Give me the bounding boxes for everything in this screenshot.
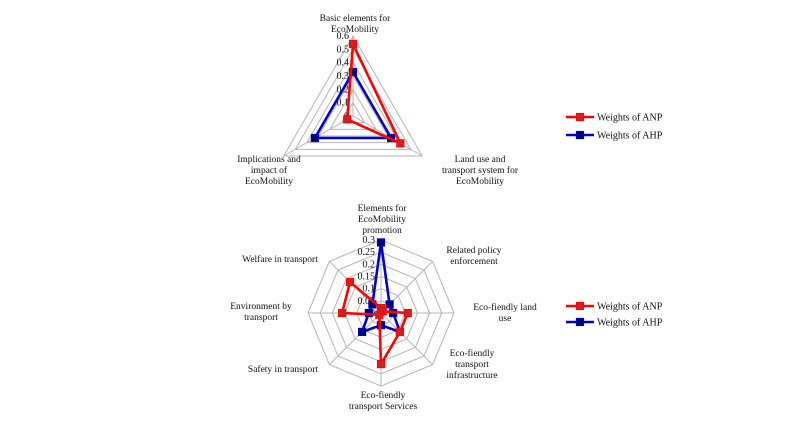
tick-label: 0.6 (337, 31, 350, 42)
tick-label: 0.1 (337, 98, 350, 109)
legend-bottom: Weights of ANP Weights of AHP (566, 302, 663, 329)
tick-label: 0.15 (358, 272, 376, 283)
tick-label: 0.25 (358, 247, 376, 258)
legend-swatch-marker (575, 317, 585, 327)
category-label-safety-in-transport: Safety in transport (248, 364, 319, 375)
series-weights-of-ahp (310, 67, 396, 143)
legend-swatch-marker (575, 130, 585, 140)
data-point-weights-of-anp (348, 39, 358, 49)
data-point-weights-of-ahp (376, 238, 386, 247)
grid-spoke (380, 312, 433, 365)
data-point-weights-of-anp (345, 277, 355, 287)
tick-label: 0.5 (337, 44, 350, 55)
data-point-weights-of-anp (376, 360, 386, 369)
series-line-weights-of-ahp (312, 69, 394, 140)
data-point-weights-of-ahp (357, 327, 367, 337)
series-line-weights-of-anp (345, 39, 404, 146)
data-point-weights-of-ahp (385, 300, 394, 309)
category-label-welfare-in-transport: Welfare in transport (242, 254, 318, 265)
legend-item-weights-of-anp: Weights of ANP (566, 302, 663, 313)
data-point-weights-of-anp (375, 310, 384, 319)
legend-item-weights-of-ahp: Weights of AHP (566, 131, 663, 142)
tick-label: 0.05 (358, 296, 376, 307)
tick-label: 0.4 (337, 58, 350, 69)
grid-ring (294, 48, 412, 150)
legend-label: Weights of AHP (597, 318, 663, 329)
legend-label: Weights of AHP (597, 131, 663, 142)
data-point-weights-of-anp (337, 308, 347, 318)
tick-label: 0.1 (363, 284, 376, 295)
data-point-weights-of-ahp (310, 133, 319, 143)
series-weights-of-anp (343, 39, 405, 148)
data-point-weights-of-ahp (348, 67, 358, 77)
grid-spoke (329, 312, 382, 365)
legend-item-weights-of-anp: Weights of ANP (566, 113, 663, 124)
data-point-weights-of-anp (403, 308, 412, 318)
series-weights-of-anp (337, 277, 412, 369)
tick-label: 0.3 (337, 71, 350, 82)
grid-ring (329, 88, 377, 130)
data-point-weights-of-anp (395, 327, 405, 337)
legend-label: Weights of ANP (597, 113, 663, 124)
legend-item-weights-of-ahp: Weights of AHP (566, 318, 663, 329)
legend-swatch-marker (575, 301, 585, 311)
data-point-weights-of-anp (396, 139, 405, 148)
legend-top: Weights of ANP Weights of AHP (566, 113, 663, 142)
legend-swatch-marker (575, 112, 585, 122)
grid-ring (305, 61, 401, 144)
grid-ring (317, 75, 389, 137)
tick-label: 0.3 (363, 235, 376, 246)
data-point-weights-of-anp (343, 115, 352, 124)
legend-label: Weights of ANP (597, 302, 663, 313)
grid-ring (282, 35, 424, 157)
tick-label: 0.2 (363, 259, 376, 270)
